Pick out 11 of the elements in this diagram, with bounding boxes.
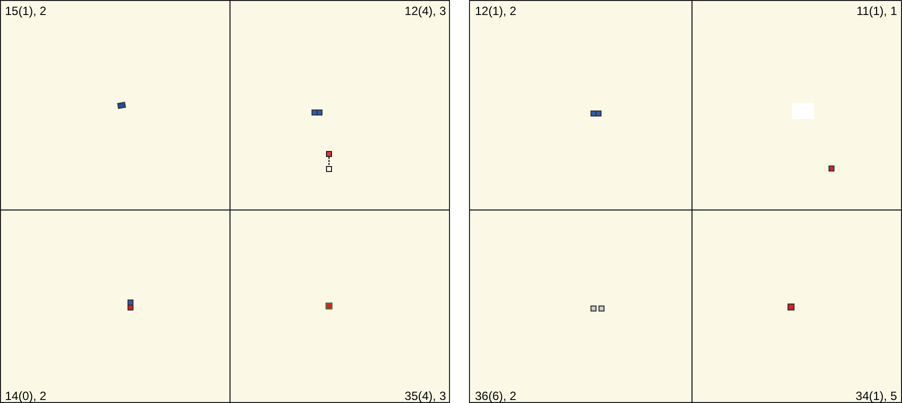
cell-count-label: 36(6), 2 (475, 389, 516, 403)
cell-count-label: 15(1), 2 (5, 4, 46, 18)
square-marker (326, 151, 332, 157)
cell-count-label: 14(0), 2 (5, 389, 46, 403)
cell-count-label: 35(4), 3 (404, 389, 446, 403)
square-marker (326, 166, 332, 172)
cell-count-label: 34(1), 5 (856, 389, 897, 403)
connector-line (328, 156, 330, 166)
cell-count-label: 12(1), 2 (475, 4, 516, 18)
cell-count-label: 12(4), 3 (404, 4, 446, 18)
cell-count-label: 11(1), 1 (856, 4, 897, 18)
